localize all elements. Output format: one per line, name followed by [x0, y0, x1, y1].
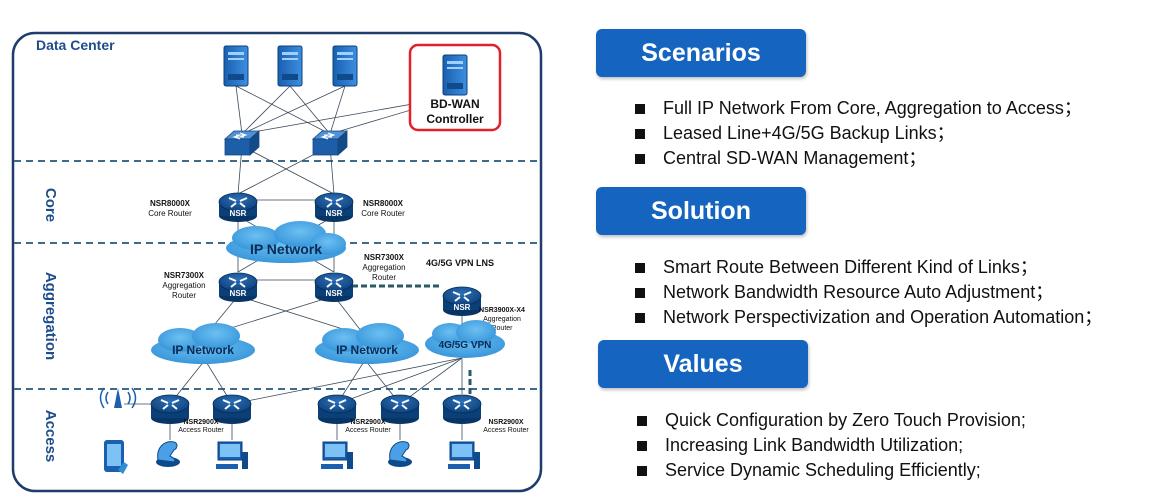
zone-label-aggregation: Aggregation [42, 272, 59, 360]
access-router-model: NSR2900X [488, 419, 523, 426]
list-item: Increasing Link Bandwidth Utilization; [637, 433, 1026, 458]
agg-router-role: Aggregation [362, 263, 405, 272]
switch-icon [224, 130, 260, 156]
zone-label-core: Core [42, 188, 59, 222]
core-router-role: Core Router [148, 209, 192, 218]
cloud-icon [226, 221, 346, 263]
cloud-label-vpn: 4G/5G VPN [439, 340, 492, 351]
cloud-label-core: IP Network [250, 241, 322, 257]
access-router-role: Access Router [178, 427, 224, 434]
server-icon [442, 54, 468, 96]
router-badge: NSR [326, 289, 343, 298]
agg-router-model: NSR7300X [164, 271, 205, 280]
router-icon [212, 394, 252, 425]
core-router-role: Core Router [361, 209, 405, 218]
list-item: Quick Configuration by Zero Touch Provis… [637, 408, 1026, 433]
cloud-label-agg-left: IP Network [172, 343, 234, 357]
agg-router-role: Router [372, 273, 396, 282]
cloud-icon [151, 323, 255, 364]
router-badge: NSR [454, 303, 471, 312]
server-icon [332, 45, 358, 87]
list-item: Full IP Network From Core, Aggregation t… [635, 96, 1082, 121]
section-title-scenarios: Scenarios [596, 29, 806, 77]
list-item: Service Dynamic Scheduling Efficiently; [637, 458, 1026, 483]
agg-router-role: Aggregation [162, 281, 205, 290]
core-router-model: NSR8000X [363, 199, 404, 208]
bullet-icon [635, 154, 645, 164]
network-diagram: Data Center Core Aggregation Access BD-W… [11, 31, 543, 493]
lns-label: 4G/5G VPN LNS [426, 258, 494, 268]
list-item: Leased Line+4G/5G Backup Links； [635, 121, 1082, 146]
bullet-icon [635, 129, 645, 139]
scenarios-list: Full IP Network From Core, Aggregation t… [635, 96, 1082, 171]
bullet-icon [635, 263, 645, 273]
bullet-icon [637, 466, 647, 476]
phone-icon [104, 440, 128, 474]
lns-router-role: Router [491, 325, 513, 332]
list-item: Smart Route Between Different Kind of Li… [635, 255, 1102, 280]
cloud-label-agg-mid: IP Network [336, 343, 398, 357]
values-list: Quick Configuration by Zero Touch Provis… [637, 408, 1026, 483]
access-router-role: Access Router [483, 427, 529, 434]
agg-router-model: NSR7300X [364, 253, 405, 262]
solution-list: Smart Route Between Different Kind of Li… [635, 255, 1102, 330]
section-title-solution: Solution [596, 187, 806, 235]
bullet-icon [637, 441, 647, 451]
server-icon [277, 45, 303, 87]
router-icon [442, 394, 482, 425]
section-title-values: Values [598, 340, 808, 388]
list-item: Network Bandwidth Resource Auto Adjustme… [635, 280, 1102, 305]
cloud-icon [425, 320, 505, 358]
list-item: Central SD-WAN Management； [635, 146, 1082, 171]
zone-label-data-center: Data Center [36, 37, 115, 53]
server-icon [223, 45, 249, 87]
lns-router-role: Aggregation [483, 316, 521, 323]
access-router-model: NSR2900X [350, 419, 385, 426]
switch-icon [312, 130, 348, 156]
router-badge: NSR [326, 209, 343, 218]
agg-router-role: Router [172, 291, 196, 300]
access-router-model: NSR2900X [183, 419, 218, 426]
bullet-icon [635, 313, 645, 323]
router-icon [380, 394, 420, 425]
controller-label-line1: BD-WAN [430, 97, 479, 111]
list-item: Network Perspectivization and Operation … [635, 305, 1102, 330]
router-badge: NSR [230, 289, 247, 298]
antenna-icon [99, 387, 160, 409]
router-badge: NSR [230, 209, 247, 218]
core-router-model: NSR8000X [150, 199, 191, 208]
controller-label-line2: Controller [426, 112, 484, 126]
zone-label-access: Access [42, 410, 59, 463]
access-router-role: Access Router [345, 427, 391, 434]
lns-router-model: NSR3900X-X4 [479, 307, 525, 314]
bullet-icon [637, 416, 647, 426]
bullet-icon [635, 288, 645, 298]
cloud-icon [315, 323, 419, 364]
bullet-icon [635, 104, 645, 114]
